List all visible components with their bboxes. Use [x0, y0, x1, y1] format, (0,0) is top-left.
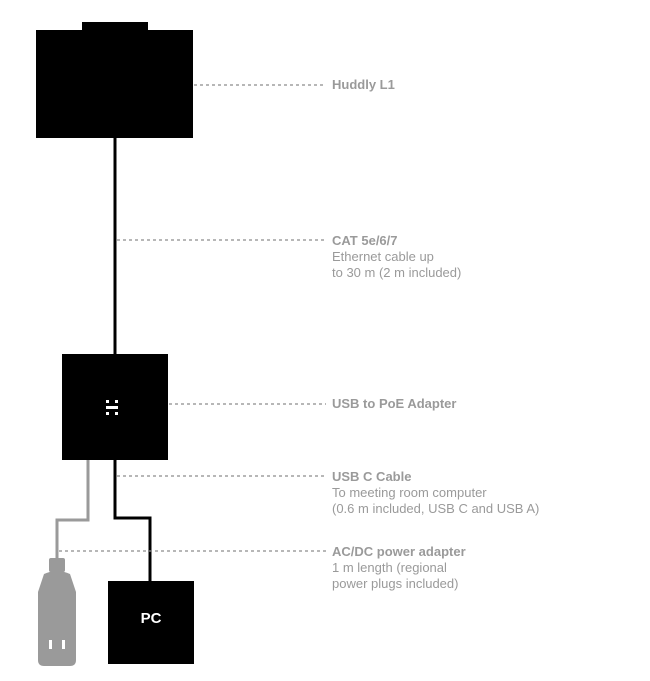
adapter-title: USB to PoE Adapter [332, 396, 457, 411]
pc-box [108, 581, 194, 664]
plug-pin-right [62, 640, 65, 649]
plug-pin-left [49, 640, 52, 649]
callout-usb-c: USB C Cable To meeting room computer (0.… [332, 469, 539, 517]
usb-c-title: USB C Cable [332, 469, 412, 484]
power-title: AC/DC power adapter [332, 544, 466, 559]
power-plug-icon [38, 558, 76, 666]
huddly-l1-title: Huddly L1 [332, 77, 395, 92]
usb-c-desc-line-2: (0.6 m included, USB C and USB A) [332, 501, 540, 516]
callout-adapter: USB to PoE Adapter [332, 396, 456, 412]
ethernet-title: CAT 5e/6/7 [332, 233, 398, 248]
usb-c-cable [113, 460, 152, 582]
callout-ethernet: CAT 5e/6/7 Ethernet cable up to 30 m (2 … [332, 233, 461, 281]
plug-body [38, 571, 76, 666]
callout-huddly-l1: Huddly L1 [332, 77, 395, 93]
power-cable [55, 460, 90, 562]
camera-body [36, 30, 193, 138]
ethernet-desc-line-2: to 30 m (2 m included) [332, 265, 462, 280]
ethernet-desc-line-1: Ethernet cable up [332, 249, 434, 264]
camera-device [36, 22, 193, 138]
callout-power: AC/DC power adapter 1 m length (regional… [332, 544, 466, 592]
pc-label: PC [140, 610, 162, 627]
power-desc-line-1: 1 m length (regional [332, 560, 447, 575]
plug-neck [49, 558, 65, 572]
usb-c-desc-line-1: To meeting room computer [332, 485, 487, 500]
power-desc-line-2: power plugs included) [332, 576, 459, 591]
huddly-logo-icon [106, 400, 118, 415]
poe-adapter [62, 354, 168, 460]
leader-lines [59, 84, 326, 552]
